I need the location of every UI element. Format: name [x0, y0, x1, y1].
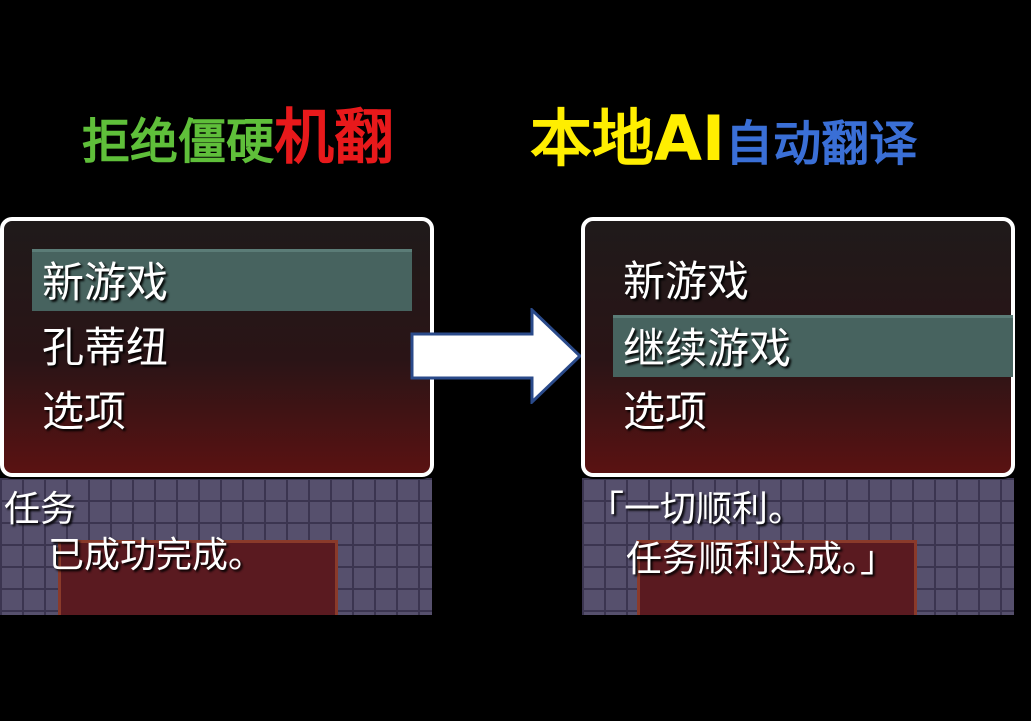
- title-local-ai: 本地AI: [530, 102, 726, 175]
- dialogue-line-1: 任务: [4, 489, 77, 530]
- menu-item-new-game[interactable]: 新游戏: [32, 249, 412, 311]
- title-reject-stiff: 拒绝僵硬: [82, 114, 275, 170]
- right-game-scene: 「一切顺利。 任务顺利达成。」: [582, 478, 1014, 615]
- rug-decoration: [637, 540, 917, 615]
- menu-item-continue[interactable]: 孔蒂纽: [42, 323, 169, 372]
- dialogue-line-1: 「一切顺利。: [588, 489, 805, 530]
- left-game-scene: 任务 已成功完成。: [0, 478, 432, 615]
- menu-item-new-game[interactable]: 新游戏: [623, 257, 750, 306]
- title-machine-translation: 机翻: [274, 103, 395, 173]
- dialogue-line-2: 已成功完成。: [48, 535, 265, 576]
- menu-item-options[interactable]: 选项: [42, 387, 127, 436]
- menu-item-continue[interactable]: 继续游戏: [613, 315, 1013, 377]
- title-right: 本地AI自动翻译: [530, 108, 917, 170]
- left-title-menu: 新游戏 孔蒂纽 选项: [0, 217, 434, 477]
- title-left: 拒绝僵硬机翻: [82, 108, 394, 168]
- arrow-right-icon: [410, 308, 582, 404]
- menu-item-options[interactable]: 选项: [623, 387, 708, 436]
- right-title-menu: 新游戏 继续游戏 选项: [581, 217, 1015, 477]
- title-auto-translate: 自动翻译: [725, 116, 918, 172]
- dialogue-line-2: 任务顺利达成。」: [626, 539, 897, 580]
- rug-decoration: [58, 540, 338, 615]
